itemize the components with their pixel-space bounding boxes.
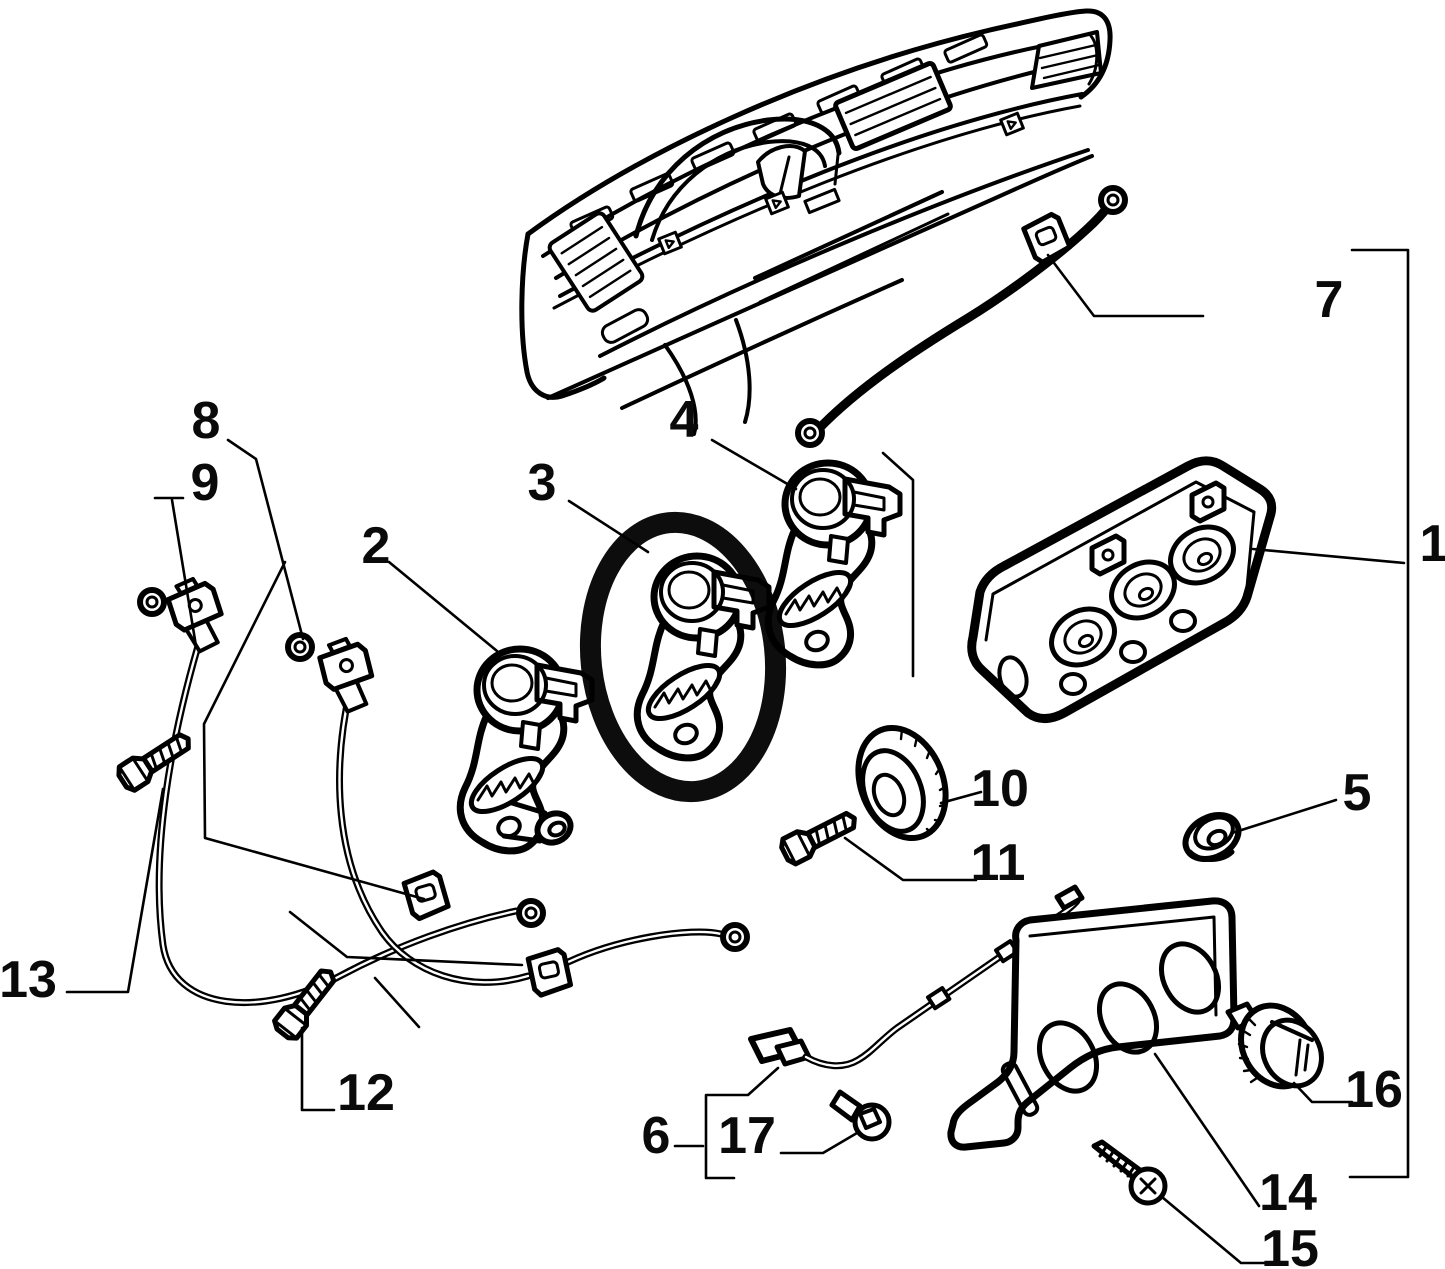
leader-13 — [65, 787, 165, 994]
leader-9 — [153, 496, 198, 648]
callout-1: 1 — [1420, 515, 1445, 573]
bracket-1 — [1348, 248, 1410, 1179]
side-vent-right — [1030, 30, 1103, 90]
part-10-thumbwheel — [855, 724, 949, 842]
callout-5: 5 — [1343, 764, 1372, 822]
cable-clip-b — [528, 949, 572, 997]
unit-recess-2 — [1109, 559, 1177, 621]
callout-13: 13 — [0, 951, 57, 1009]
dashboard-illustration — [519, 8, 1113, 436]
part-4-lever — [768, 463, 900, 665]
part-12-bolt — [272, 963, 342, 1042]
part-7-cable — [798, 188, 1125, 445]
leader-15 — [1160, 1195, 1266, 1265]
callout-11: 11 — [971, 834, 1026, 892]
part-6-lamp-harness — [748, 884, 1085, 1070]
callout-10: 10 — [971, 760, 1029, 818]
callout-14: 14 — [1259, 1164, 1317, 1222]
callout-labels: 1 2 3 4 5 6 7 8 9 10 11 12 13 14 15 16 1… — [0, 271, 1445, 1269]
part-2-lever — [460, 649, 592, 851]
part-17-bulb — [829, 1089, 892, 1142]
part-9-cable — [140, 574, 543, 1006]
leader-5 — [1230, 798, 1338, 835]
part-11-bolt — [778, 806, 860, 866]
leader-clip-a — [202, 560, 426, 901]
leader-10 — [939, 790, 983, 805]
side-vent-left — [547, 211, 645, 313]
callout-12: 12 — [337, 1064, 395, 1122]
callout-16: 16 — [1345, 1061, 1403, 1119]
dash-mounting-clips — [657, 111, 1025, 256]
leader-16 — [1292, 1081, 1354, 1104]
unit-recess-1 — [1049, 606, 1117, 668]
callout-6: 6 — [642, 1107, 671, 1165]
unit-recess-3 — [1168, 524, 1236, 586]
callout-4: 4 — [670, 391, 699, 449]
leader-8 — [226, 438, 305, 641]
callout-7: 7 — [1315, 271, 1344, 329]
leader-1 — [1251, 547, 1406, 565]
leader-lines — [65, 248, 1410, 1265]
callout-3: 3 — [528, 454, 557, 512]
leader-clip-c — [373, 976, 421, 1029]
part-8-cable — [288, 635, 747, 986]
leader-12 — [300, 1026, 336, 1112]
leader-2 — [387, 560, 499, 653]
leader-7 — [1046, 253, 1205, 318]
leader-14 — [1153, 1052, 1261, 1208]
callout-2: 2 — [362, 517, 391, 575]
callout-15: 15 — [1261, 1220, 1319, 1269]
leader-4b — [881, 451, 915, 678]
part-16-knob — [1225, 1001, 1324, 1090]
leader-11 — [843, 836, 978, 882]
part-14-bezel-plate — [947, 897, 1238, 1151]
leader-17 — [779, 1131, 859, 1155]
center-vent — [833, 61, 953, 151]
instrument-hood — [633, 116, 842, 242]
part-15-screw — [1091, 1139, 1168, 1206]
callout-17: 17 — [718, 1107, 776, 1165]
part-13-bolt — [115, 727, 196, 793]
leader-4 — [710, 438, 798, 491]
callout-9: 9 — [191, 454, 220, 512]
callout-8: 8 — [192, 392, 221, 450]
leader-clip-b — [288, 910, 524, 967]
bracket-6 — [673, 1066, 780, 1180]
part-5-nut — [1182, 811, 1242, 863]
part-1-control-unit — [967, 456, 1277, 723]
highlight-ring — [579, 511, 787, 803]
